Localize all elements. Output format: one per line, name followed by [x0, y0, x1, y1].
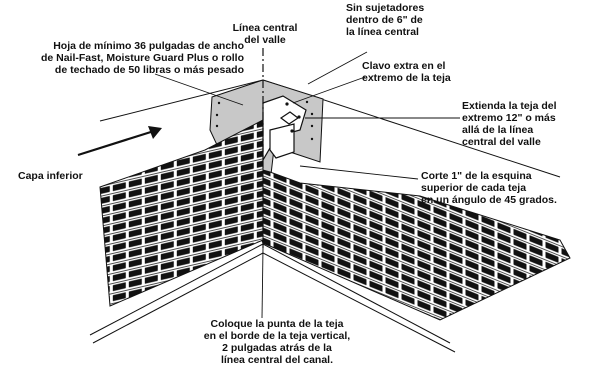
centerline-label: Línea central del valle [232, 22, 298, 46]
cut-corner-label: Corte 1" de la esquina superior de cada … [421, 170, 557, 206]
extend-shingle-label: Extienda la teja del extremo 12" o más a… [462, 100, 557, 148]
leader-lines [154, 51, 460, 319]
tip-placement-label: Coloque la punta de la teja en el borde … [203, 318, 351, 366]
clipped-corner-shingle [269, 123, 295, 159]
valley-sheet-label: Hoja de mínimo 36 pulgadas de ancho de N… [40, 40, 244, 76]
left-shingle-field [99, 119, 264, 307]
shingle-nails [285, 102, 301, 133]
underlayment-label: Capa inferior [18, 170, 83, 182]
extra-nail-label: Clavo extra en el extremo de la teja [362, 60, 451, 84]
no-fasteners-label: Sin sujetadores dentro de 6" de la línea… [346, 2, 425, 38]
underlayment-arrow [77, 126, 162, 157]
underlayment-nails [215, 100, 314, 141]
